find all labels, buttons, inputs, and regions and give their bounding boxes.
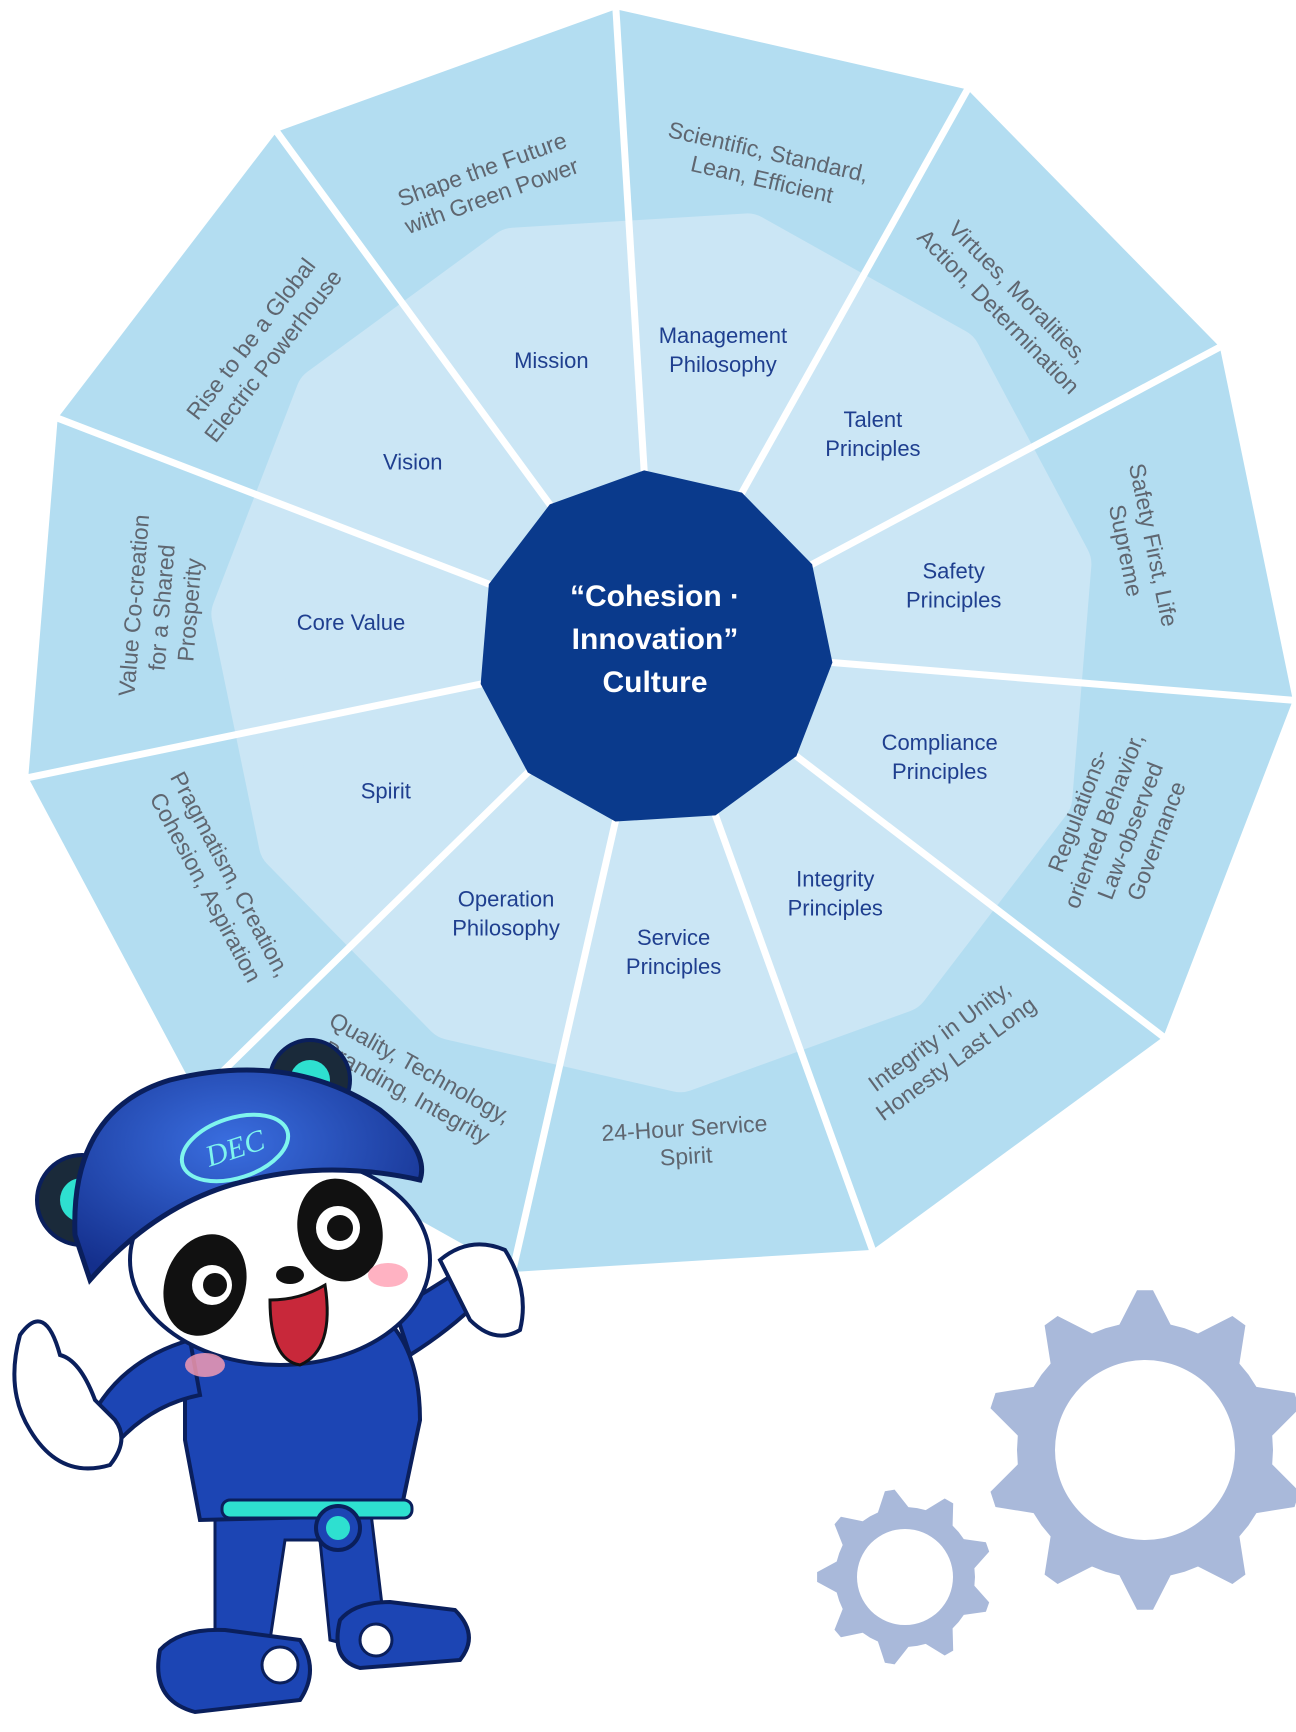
inner-label-line: Management bbox=[659, 323, 787, 348]
buckle-inner bbox=[326, 1516, 350, 1540]
center-title-line: Culture bbox=[603, 666, 708, 699]
large-gear-icon bbox=[990, 1290, 1296, 1610]
panda-mascot: DEC bbox=[12, 1038, 525, 1715]
mascot-right-glove bbox=[437, 1242, 525, 1338]
helmet-logo-badge bbox=[179, 1112, 291, 1184]
center-title-line: Innovation” bbox=[572, 623, 739, 656]
wheel-separator bbox=[736, 84, 973, 499]
mascot-left-cheek bbox=[185, 1353, 225, 1377]
left-shoe-fan-icon bbox=[260, 1645, 300, 1685]
center-title-line: “Cohesion · bbox=[570, 580, 740, 613]
inner-label-line: Principles bbox=[825, 436, 920, 461]
mascot-belt bbox=[220, 1498, 414, 1520]
inner-label-line: Talent bbox=[844, 407, 903, 432]
inner-label-line: Principles bbox=[892, 759, 987, 784]
inner-label-line: Vision bbox=[383, 450, 443, 475]
inner-label-line: Mission bbox=[514, 348, 589, 373]
inner-label-line: Principles bbox=[906, 588, 1001, 613]
mascot-left-glove bbox=[12, 1319, 124, 1471]
inner-label-line: Philosophy bbox=[669, 352, 777, 377]
wheel-separator bbox=[508, 815, 620, 1277]
inner-label-line: Philosophy bbox=[452, 916, 560, 941]
inner-label-line: Service bbox=[637, 925, 710, 950]
mascot-right-shoe bbox=[335, 1599, 471, 1671]
wheel-separator bbox=[612, 4, 648, 476]
inner-label-line: Principles bbox=[626, 954, 721, 979]
center-hub: “Cohesion · Innovation” Culture bbox=[480, 470, 833, 822]
wheel-separator bbox=[710, 809, 878, 1255]
wheel-separator bbox=[790, 750, 1169, 1043]
wheel-separator bbox=[52, 413, 495, 590]
mascot-right-cheek bbox=[368, 1263, 408, 1287]
inner-label-line: Spirit bbox=[361, 778, 411, 803]
wheel-separator bbox=[827, 658, 1296, 705]
mascot-mouth bbox=[268, 1282, 329, 1367]
inner-label-line: Safety bbox=[922, 559, 984, 584]
small-gear-icon bbox=[817, 1489, 990, 1665]
mascot-nose bbox=[276, 1266, 304, 1284]
inner-label-line: Core Value bbox=[297, 610, 405, 635]
wheel-separator bbox=[23, 679, 487, 782]
wheel-separator bbox=[806, 342, 1226, 570]
gears-decoration bbox=[817, 1290, 1296, 1665]
inner-label-line: Operation bbox=[458, 887, 555, 912]
inner-label-line: Compliance bbox=[882, 730, 998, 755]
wheel-separator bbox=[271, 126, 556, 511]
wheel-separator bbox=[192, 766, 534, 1102]
right-shoe-fan-icon bbox=[358, 1622, 394, 1658]
outer-label-line: Spirit bbox=[659, 1141, 713, 1170]
right-pupil bbox=[327, 1215, 353, 1241]
inner-label-line: Integrity bbox=[796, 867, 874, 892]
center-polygon bbox=[480, 470, 833, 822]
inner-label-line: Principles bbox=[788, 896, 883, 921]
left-pupil bbox=[203, 1273, 227, 1297]
